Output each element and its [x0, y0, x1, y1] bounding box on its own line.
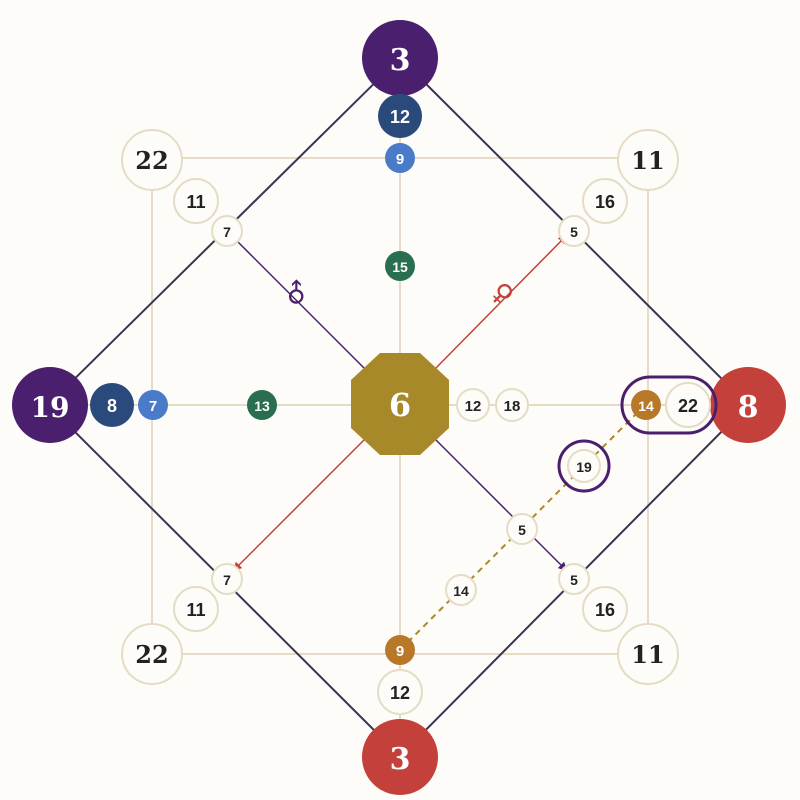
node-lower-mid: 5: [506, 513, 538, 545]
svg-text:11: 11: [631, 640, 664, 669]
svg-text:7: 7: [223, 224, 231, 240]
svg-text:22: 22: [135, 640, 168, 669]
node-top-green: 15: [385, 251, 415, 281]
svg-text:8: 8: [738, 390, 759, 425]
node-ring: 19: [557, 439, 611, 493]
svg-text:12: 12: [390, 107, 410, 127]
node-bl-11: 11: [173, 586, 219, 632]
node-outer-top: 3: [362, 20, 438, 96]
svg-text:12: 12: [465, 398, 482, 415]
node-corner-bl: 22: [121, 623, 183, 685]
highlight-pill: [620, 375, 718, 435]
svg-text:22: 22: [135, 146, 168, 175]
node-br-16: 16: [582, 586, 628, 632]
node-outer-left: 19: [12, 367, 88, 443]
svg-text:5: 5: [570, 572, 578, 588]
node-left-blue: 7: [138, 390, 168, 420]
node-corner-br: 11: [617, 623, 679, 685]
node-diag-14: 14: [445, 574, 477, 606]
svg-text:7: 7: [223, 572, 231, 588]
node-right-orange: 14: [631, 390, 661, 420]
node-tr-16: 16: [582, 178, 628, 224]
node-outer-bottom: 3: [362, 719, 438, 795]
node-bottom-orange: 9: [385, 635, 415, 665]
svg-text:3: 3: [390, 742, 411, 777]
node-top-blue: 9: [385, 143, 415, 173]
svg-text:16: 16: [595, 192, 615, 212]
node-bottom-12: 12: [377, 669, 423, 715]
svg-text:18: 18: [504, 398, 521, 415]
svg-text:19: 19: [31, 391, 70, 424]
diagonal-br-arrow: [431, 435, 568, 572]
node-left-navy: 8: [90, 383, 134, 427]
svg-text:11: 11: [631, 146, 664, 175]
svg-text:5: 5: [570, 224, 578, 240]
node-corner-tl: 22: [121, 129, 183, 191]
node-right-b: 18: [495, 388, 529, 422]
svg-text:15: 15: [392, 259, 408, 275]
node-right-a: 12: [456, 388, 490, 422]
svg-text:16: 16: [595, 600, 615, 620]
center-octagon: [351, 353, 449, 455]
node-tl-7: 7: [211, 215, 243, 247]
svg-text:8: 8: [107, 396, 117, 416]
svg-text:22: 22: [678, 396, 698, 416]
diagonal-tr-arrow: [431, 234, 568, 373]
node-br-5: 5: [558, 563, 590, 595]
svg-text:14: 14: [453, 583, 469, 599]
node-outer-right: 8: [710, 367, 786, 443]
node-top-navy: 12: [378, 94, 422, 138]
node-tl-11: 11: [173, 178, 219, 224]
center-node: 6: [351, 353, 449, 455]
node-corner-tr: 11: [617, 129, 679, 191]
male-symbol: ♂: [278, 275, 316, 313]
node-bl-7: 7: [211, 563, 243, 595]
diagonal-bl-arrow: [232, 435, 369, 572]
female-symbol: ♀: [485, 277, 520, 312]
svg-text:11: 11: [186, 600, 205, 620]
svg-text:9: 9: [396, 643, 404, 660]
svg-text:14: 14: [638, 398, 654, 414]
node-left-green: 13: [247, 390, 277, 420]
svg-text:12: 12: [390, 683, 410, 703]
node-right-pair: 22: [665, 382, 711, 428]
svg-text:13: 13: [254, 398, 270, 414]
node-tr-5: 5: [558, 215, 590, 247]
svg-text:11: 11: [186, 192, 205, 212]
center-label: 6: [389, 386, 411, 424]
svg-text:3: 3: [390, 43, 411, 78]
diagonal-tl-arrow: [230, 234, 369, 373]
svg-text:9: 9: [396, 151, 404, 168]
svg-text:19: 19: [576, 459, 592, 475]
svg-text:7: 7: [149, 398, 157, 415]
svg-text:5: 5: [518, 522, 526, 538]
